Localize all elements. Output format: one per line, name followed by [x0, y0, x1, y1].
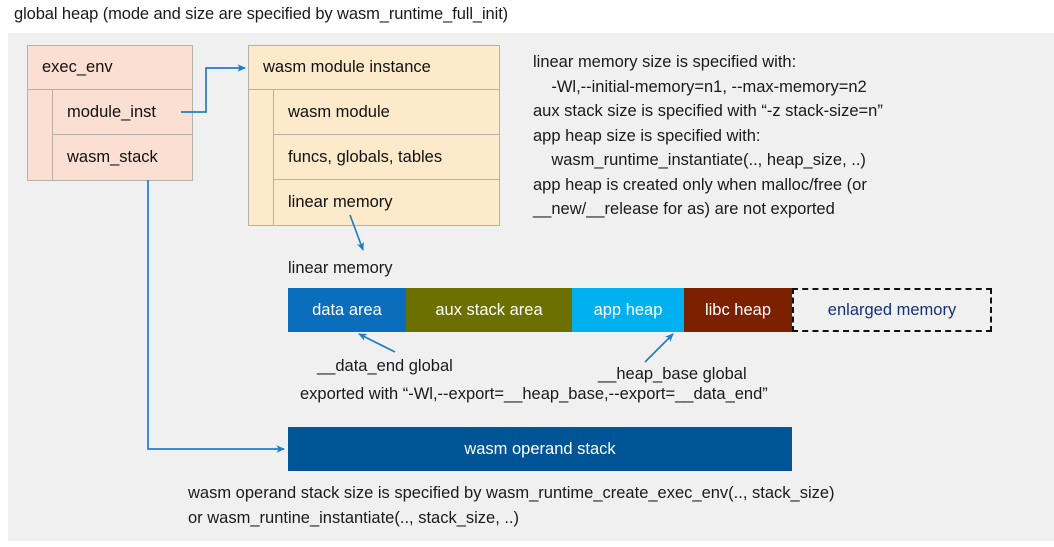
- field-linear-memory: linear memory: [274, 180, 499, 225]
- exec-env-body: module_inst wasm_stack: [28, 90, 192, 180]
- page-title: global heap (mode and size are specified…: [14, 5, 509, 23]
- segment-aux-stack-area: aux stack area: [406, 288, 572, 332]
- segment-libc-heap: libc heap: [684, 288, 792, 332]
- segment-enlarged-memory: enlarged memory: [792, 288, 992, 332]
- field-wasm-module: wasm module: [274, 90, 499, 135]
- exec-env-gutter: [28, 90, 53, 180]
- wasm-module-instance-field-list: wasm module funcs, globals, tables linea…: [274, 90, 499, 225]
- annotation-heap-base: __heap_base global: [598, 365, 747, 383]
- linear-memory-bar: data area aux stack area app heap libc h…: [288, 288, 992, 332]
- exec-env-field-module-inst: module_inst: [53, 90, 192, 135]
- exec-env-header: exec_env: [28, 46, 192, 90]
- annotation-data-end: __data_end global: [317, 357, 453, 375]
- wasm-operand-stack-bar: wasm operand stack: [288, 427, 792, 471]
- wasm-module-instance-box: wasm module instance wasm module funcs, …: [248, 45, 500, 226]
- annotation-exported-with: exported with “-Wl,--export=__heap_base,…: [300, 385, 768, 403]
- exec-env-field-wasm-stack: wasm_stack: [53, 135, 192, 180]
- segment-app-heap: app heap: [572, 288, 684, 332]
- field-funcs-globals-tables: funcs, globals, tables: [274, 135, 499, 180]
- operand-stack-notes: wasm operand stack size is specified by …: [188, 484, 835, 527]
- linear-memory-label: linear memory: [288, 259, 393, 277]
- wasm-module-instance-gutter: [249, 90, 274, 225]
- segment-data-area: data area: [288, 288, 406, 332]
- exec-env-box: exec_env module_inst wasm_stack: [27, 45, 193, 181]
- wasm-module-instance-body: wasm module funcs, globals, tables linea…: [249, 90, 499, 225]
- exec-env-field-list: module_inst wasm_stack: [53, 90, 192, 180]
- linear-memory-notes: linear memory size is specified with: -W…: [533, 53, 883, 218]
- wasm-module-instance-header: wasm module instance: [249, 46, 499, 90]
